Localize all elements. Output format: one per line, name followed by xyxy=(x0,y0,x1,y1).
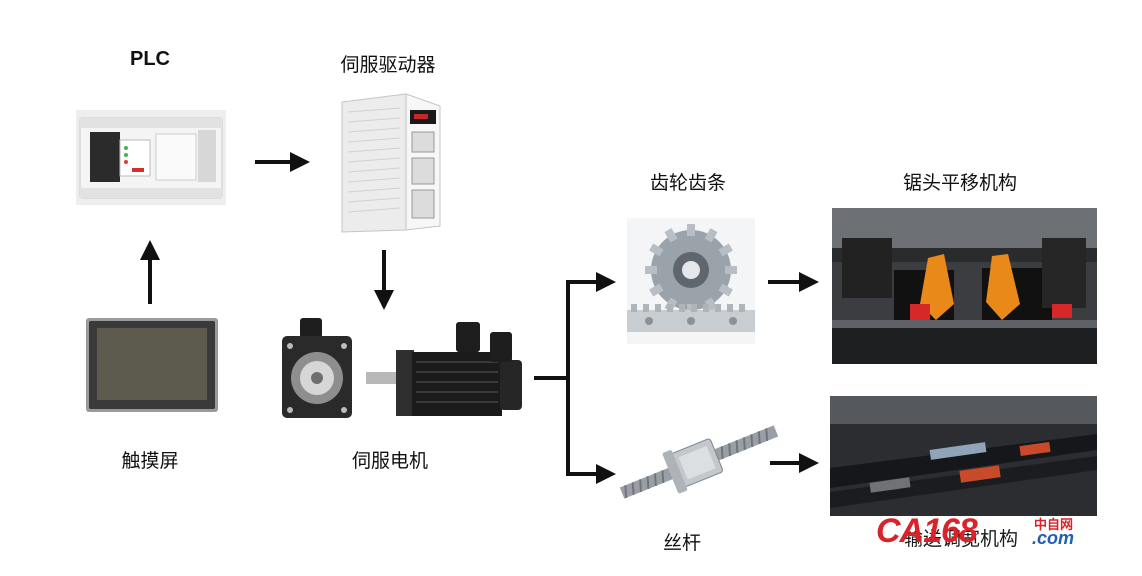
gear-rack-label: 齿轮齿条 xyxy=(649,172,726,194)
gear-rack-image xyxy=(627,218,755,344)
servo-motor-label: 伺服电机 xyxy=(351,450,428,472)
plc-image xyxy=(76,110,226,205)
watermark-logo-domain: .com xyxy=(1032,528,1075,548)
watermark-logo-cn: 中自网 xyxy=(1034,517,1074,532)
touch-screen-image xyxy=(86,318,218,412)
plc-label: PLC xyxy=(130,48,170,70)
saw-head-label: 锯头平移机构 xyxy=(902,172,1017,194)
saw-head-image xyxy=(832,208,1097,364)
servo-drive-label: 伺服驱动器 xyxy=(340,54,436,76)
ball-screw-image xyxy=(616,414,782,510)
watermark-logo-main: CA168 xyxy=(876,512,978,550)
conveyor-label: 输送调宽机构 xyxy=(903,528,1018,550)
conveyor-image xyxy=(830,396,1097,516)
touch-screen-label: 触摸屏 xyxy=(121,450,179,472)
ball-screw-label: 丝杆 xyxy=(662,532,701,554)
servo-motor-image xyxy=(276,316,528,422)
servo-drive-image xyxy=(336,92,446,236)
watermark-logo: CA168 中自网 .com xyxy=(876,512,1096,552)
